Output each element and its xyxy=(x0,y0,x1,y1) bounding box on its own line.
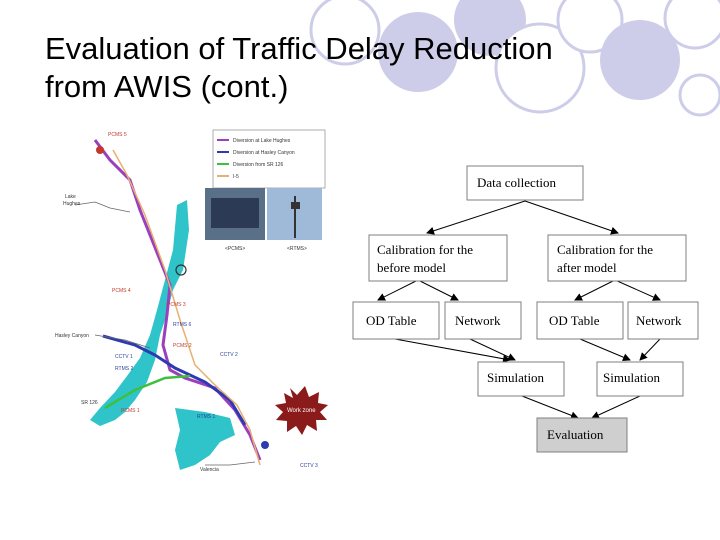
label-pcms1: PCMS 1 xyxy=(121,408,140,414)
label-cctv2: CCTV 2 xyxy=(220,352,238,358)
text-od-table-2: OD Table xyxy=(549,313,600,328)
slide-title: Evaluation of Traffic Delay Reduction fr… xyxy=(45,30,645,106)
label-sr126: SR 126 xyxy=(81,400,98,406)
label-valencia: Valencia xyxy=(200,467,219,473)
flow-arrow xyxy=(427,201,525,233)
flow-arrow xyxy=(640,339,660,360)
label-hasley-canyon: Hasley Canyon xyxy=(55,333,89,339)
flow-arrow xyxy=(580,339,630,360)
text-simulation-1: Simulation xyxy=(487,370,545,385)
flow-arrow xyxy=(615,280,660,300)
text-network-2: Network xyxy=(636,313,682,328)
flow-arrow xyxy=(378,280,418,300)
legend-label: Diversion from SR 126 xyxy=(233,162,284,168)
label-cctv1: CCTV 1 xyxy=(115,354,133,360)
flow-arrow xyxy=(525,201,618,233)
interstate-marker xyxy=(96,146,104,154)
legend-label: Diversion at Hasley Canyon xyxy=(233,150,295,156)
label-rtms2: RTMS 2 xyxy=(115,366,133,372)
flow-arrow xyxy=(592,396,640,418)
slide-title-line1: Evaluation of Traffic Delay Reduction xyxy=(45,30,645,68)
label-cctv3: CCTV 3 xyxy=(300,463,318,469)
flow-arrow xyxy=(575,280,615,300)
road-local xyxy=(75,202,130,212)
rtms-sensor xyxy=(291,202,300,209)
label-pcms4: PCMS 4 xyxy=(112,288,131,294)
label-pcms2: PCMS 2 xyxy=(173,343,192,349)
flow-arrow xyxy=(418,280,458,300)
label-pcms3: PCMS 3 xyxy=(167,302,186,308)
text-data-collection: Data collection xyxy=(477,175,557,190)
evaluation-flowchart: Data collection Calibration for the befo… xyxy=(350,160,700,460)
label-rtms1: RTMS 1 xyxy=(197,414,215,420)
pcms-photo-panel xyxy=(211,198,259,228)
deco-circle xyxy=(680,75,720,115)
text-simulation-2: Simulation xyxy=(603,370,661,385)
photo-caption-rtms: <RTMS> xyxy=(287,246,307,252)
river xyxy=(90,200,189,426)
work-zone-label: Work zone xyxy=(287,408,316,414)
legend-label: Diversion at Lake Hughes xyxy=(233,138,291,144)
label-pcms5: PCMS 5 xyxy=(108,132,127,138)
text-calib-before-2: before model xyxy=(377,260,446,275)
text-network-1: Network xyxy=(455,313,501,328)
interstate-marker xyxy=(261,441,269,449)
text-evaluation: Evaluation xyxy=(547,427,604,442)
slide-title-line2: from AWIS (cont.) xyxy=(45,68,645,106)
text-od-table-1: OD Table xyxy=(366,313,417,328)
label-lake: Lake xyxy=(65,194,76,200)
road-local xyxy=(205,462,255,465)
label-hughes: Hughes xyxy=(63,201,81,207)
route-map: Diversion at Lake Hughes Diversion at Ha… xyxy=(55,120,335,480)
legend-label: I-5 xyxy=(233,174,239,180)
text-calib-before-1: Calibration for the xyxy=(377,242,473,257)
label-rtms6: RTMS 6 xyxy=(173,322,191,328)
flow-arrow xyxy=(522,396,578,418)
photo-caption-pcms: <PCMS> xyxy=(225,246,245,252)
text-calib-after-1: Calibration for the xyxy=(557,242,653,257)
text-calib-after-2: after model xyxy=(557,260,617,275)
